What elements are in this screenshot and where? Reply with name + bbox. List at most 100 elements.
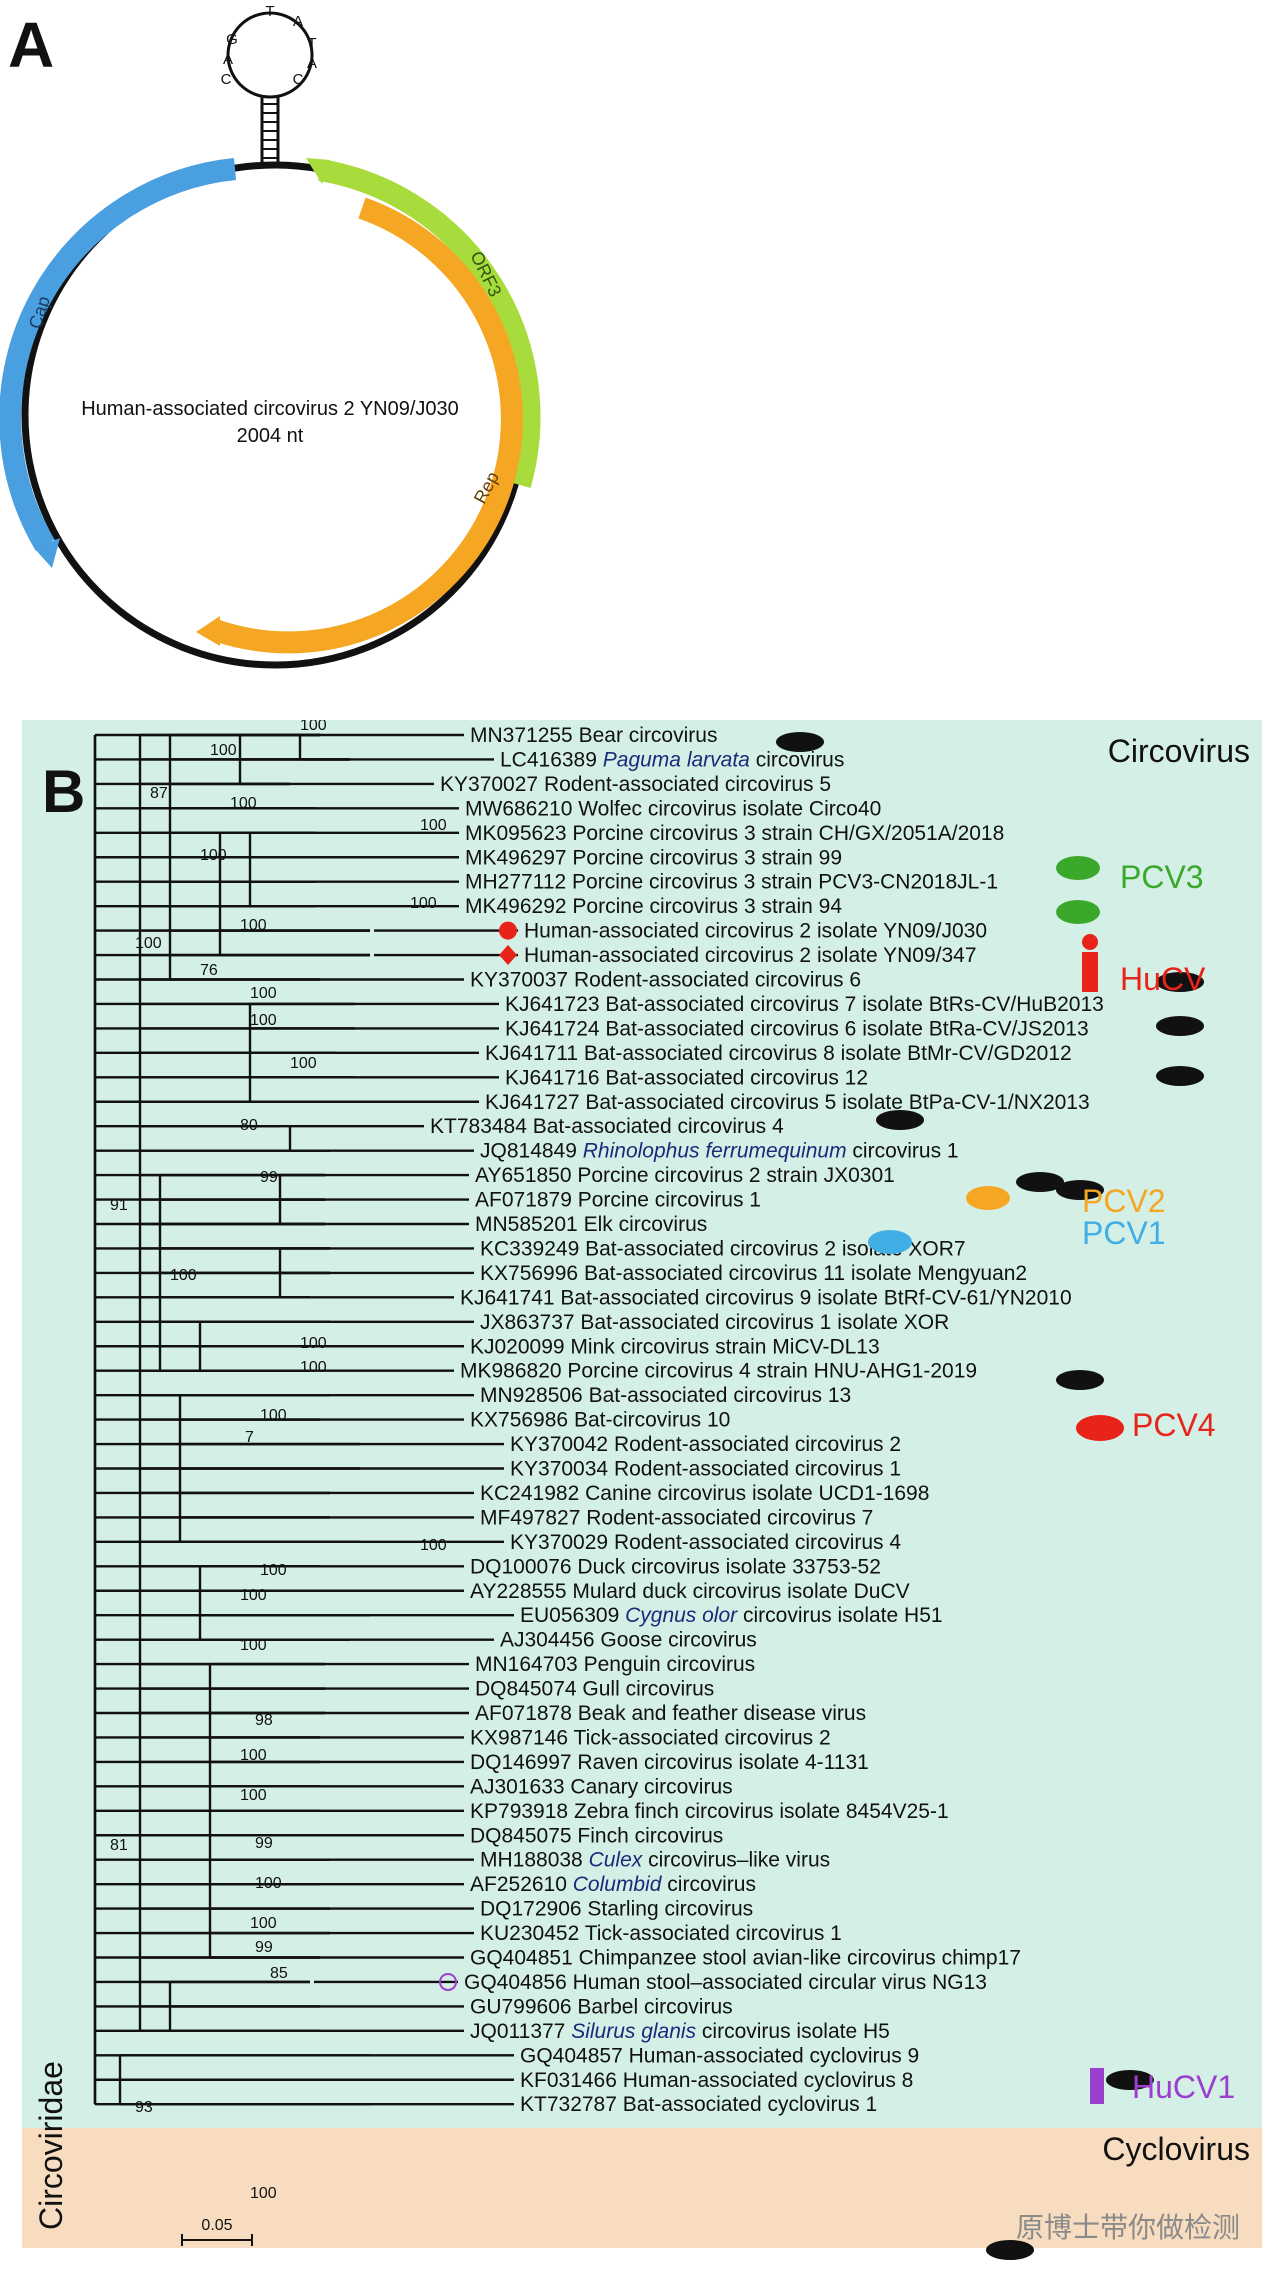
circoviridae-family-label: Circoviridae <box>33 2061 69 2230</box>
host-silhouette <box>876 1110 924 1130</box>
bootstrap-value: 100 <box>250 985 277 1002</box>
taxon-label: KY370042 Rodent-associated circovirus 2 <box>510 1433 901 1456</box>
taxon-label: MF497827 Rodent-associated circovirus 7 <box>480 1506 873 1529</box>
bootstrap-value: 99 <box>260 1169 278 1186</box>
circovirus-genus-label: Circovirus <box>1108 733 1250 769</box>
taxon-label: JQ814849 Rhinolophus ferrumequinum circo… <box>480 1140 959 1163</box>
bootstrap-value: 100 <box>420 817 447 834</box>
host-silhouette <box>1156 972 1204 992</box>
taxon-label: MN928506 Bat-associated circovirus 13 <box>480 1384 851 1407</box>
bootstrap-value: 100 <box>260 1562 287 1579</box>
bootstrap-value: 100 <box>300 1335 327 1352</box>
bootstrap-value: 98 <box>255 1712 273 1729</box>
taxon-label: DQ845075 Finch circovirus <box>470 1824 723 1847</box>
bootstrap-value: 100 <box>230 795 257 812</box>
bootstrap-value: 99 <box>255 1835 273 1852</box>
cyclovirus-background <box>22 2128 1262 2248</box>
taxon-label: MK095623 Porcine circovirus 3 strain CH/… <box>465 822 1004 845</box>
taxon-label: KY370029 Rodent-associated circovirus 4 <box>510 1531 901 1554</box>
bootstrap-value: 100 <box>410 895 437 912</box>
human-icon <box>1090 2068 1104 2104</box>
taxon-label: MN371255 Bear circovirus <box>470 724 717 747</box>
taxon-label: AY651850 Porcine circovirus 2 strain JX0… <box>475 1164 895 1187</box>
bootstrap-value: 99 <box>255 1939 273 1956</box>
taxon-label: GQ404857 Human-associated cyclovirus 9 <box>520 2044 919 2067</box>
panel-b-phylogeny: B Circovirus Cyclovirus Circoviridae 100… <box>0 717 1280 2264</box>
bootstrap-value: 100 <box>250 1915 277 1932</box>
taxon-label: DQ100076 Duck circovirus isolate 33753-5… <box>470 1555 881 1578</box>
bootstrap-value: 100 <box>200 847 227 864</box>
taxon-label: KF031466 Human-associated cyclovirus 8 <box>520 2069 913 2092</box>
taxon-label: KX756986 Bat-circovirus 10 <box>470 1409 730 1432</box>
bootstrap-value: 100 <box>170 1267 197 1284</box>
taxon-label: MK496297 Porcine circovirus 3 strain 99 <box>465 846 842 869</box>
bootstrap-value: 100 <box>240 1587 267 1604</box>
taxon-label: AJ304456 Goose circovirus <box>500 1629 757 1652</box>
pcv2-group-label: PCV2 <box>1082 1183 1166 1219</box>
loop-letter: G <box>226 31 238 48</box>
bootstrap-value: 7 <box>245 1429 254 1446</box>
phylogenetic-tree-svg: B Circovirus Cyclovirus Circoviridae 100… <box>22 717 1262 2260</box>
tree-branches <box>93 733 518 2106</box>
taxon-label: KJ641741 Bat-associated circovirus 9 iso… <box>460 1286 1072 1309</box>
taxon-label: KT783484 Bat-associated circovirus 4 <box>430 1115 784 1138</box>
taxon-label: AF071879 Porcine circovirus 1 <box>475 1189 761 1212</box>
taxon-label: KP793918 Zebra finch circovirus isolate … <box>470 1800 949 1823</box>
human-icon <box>1082 952 1098 992</box>
host-silhouette <box>1156 1016 1204 1036</box>
pig-icon <box>868 1230 912 1254</box>
pcv4-group-label: PCV4 <box>1132 1407 1216 1443</box>
loop-letter: T <box>307 35 316 52</box>
taxon-label: KJ641723 Bat-associated circovirus 7 iso… <box>505 993 1104 1016</box>
host-silhouette <box>1106 2070 1154 2090</box>
taxon-label: MN585201 Elk circovirus <box>475 1213 707 1236</box>
bootstrap-value: 81 <box>110 1837 128 1854</box>
host-silhouettes <box>776 732 1204 2260</box>
taxon-label: DQ172906 Starling circovirus <box>480 1898 753 1921</box>
panel-b-letter: B <box>42 758 85 825</box>
host-silhouette <box>1056 1180 1104 1200</box>
taxon-label: KX987146 Tick-associated circovirus 2 <box>470 1726 831 1749</box>
taxon-label: GU799606 Barbel circovirus <box>470 1995 733 2018</box>
loop-letter: A <box>223 51 233 68</box>
taxon-label: AJ301633 Canary circovirus <box>470 1775 733 1798</box>
bootstrap-value: 100 <box>210 742 237 759</box>
bootstrap-value: 100 <box>240 1637 267 1654</box>
bootstrap-value: 100 <box>240 1747 267 1764</box>
loop-letter: C <box>221 71 232 88</box>
host-silhouette <box>1016 1172 1064 1192</box>
host-silhouette <box>1156 1066 1204 1086</box>
marker-circle <box>499 921 517 940</box>
genome-length: 2004 nt <box>237 425 304 447</box>
bootstrap-value: 100 <box>260 1407 287 1424</box>
bootstrap-value: 100 <box>300 720 327 734</box>
bootstrap-values: 1001008710010010010010010076100100100809… <box>110 717 447 2202</box>
loop-letter: A <box>307 55 317 72</box>
hairpin-stem <box>260 95 280 165</box>
bootstrap-value: 100 <box>300 1359 327 1376</box>
taxon-label: GQ404851 Chimpanzee stool avian-like cir… <box>470 1947 1021 1970</box>
taxon-label: EU056309 Cygnus olor circovirus isolate … <box>520 1604 943 1627</box>
watermark: 原博士带你做检测 <box>1015 2211 1240 2244</box>
rep-orf <box>211 197 523 654</box>
marker-diamond <box>499 945 517 966</box>
loop-letter: T <box>265 3 274 20</box>
rep-arrowhead <box>196 616 220 646</box>
orf3-arrowhead <box>306 158 330 184</box>
cap-orf <box>0 158 237 551</box>
bootstrap-value: 100 <box>135 935 162 952</box>
bootstrap-value: 100 <box>240 1787 267 1804</box>
bootstrap-value: 100 <box>250 1012 277 1029</box>
pcv1-group-label: PCV1 <box>1082 1215 1166 1251</box>
taxon-label: MH277112 Porcine circovirus 3 strain PCV… <box>465 871 998 894</box>
genome-title: Human-associated circovirus 2 YN09/J030 <box>81 398 459 420</box>
cap-arrowhead <box>34 538 60 568</box>
taxon-label: AF071878 Beak and feather disease virus <box>475 1702 866 1725</box>
taxon-label: KJ641727 Bat-associated circovirus 5 iso… <box>485 1091 1090 1114</box>
taxon-label: AF252610 Columbid circovirus <box>470 1873 756 1896</box>
host-silhouette <box>1056 1370 1104 1390</box>
